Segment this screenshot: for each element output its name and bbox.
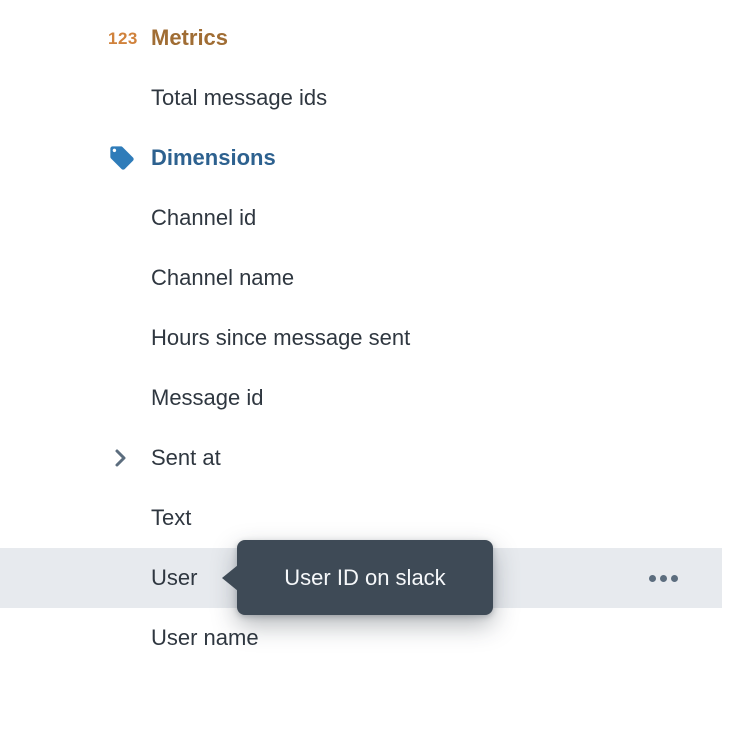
field-label: Text xyxy=(151,505,192,530)
tooltip-arrow xyxy=(222,564,238,591)
field-label: User xyxy=(151,565,198,590)
section-label-dimensions: Dimensions xyxy=(151,145,276,170)
section-header-dimensions[interactable]: Dimensions xyxy=(0,128,722,188)
section-label-metrics: Metrics xyxy=(151,25,229,50)
field-label: Message id xyxy=(151,385,264,410)
field-label: User name xyxy=(151,625,259,650)
field-row-hours-since-message-sent[interactable]: Hours since message sent xyxy=(0,308,722,368)
field-row-total-message-ids[interactable]: Total message ids xyxy=(0,68,722,128)
field-row-text[interactable]: Text xyxy=(0,488,722,548)
field-row-message-id[interactable]: Message id xyxy=(0,368,722,428)
field-row-channel-name[interactable]: Channel name xyxy=(0,248,722,308)
field-label: Sent at xyxy=(151,445,221,470)
field-label: Channel id xyxy=(151,205,257,230)
field-label: Total message ids xyxy=(151,85,328,110)
field-options-menu-icon[interactable] xyxy=(649,574,678,582)
tooltip-text: User ID on slack xyxy=(284,564,446,590)
field-label: Channel name xyxy=(151,265,295,290)
numeric-123-icon: 123 xyxy=(108,28,138,48)
field-tree: 123 Metrics Total message ids Dimensions… xyxy=(0,8,722,668)
section-header-metrics[interactable]: 123 Metrics xyxy=(0,8,722,68)
field-label: Hours since message sent xyxy=(151,325,411,350)
field-description-tooltip: User ID on slack xyxy=(222,540,493,615)
field-row-sent-at[interactable]: Sent at xyxy=(0,428,722,488)
field-row-user[interactable]: User User ID on slack xyxy=(0,540,722,615)
chevron-right-icon[interactable] xyxy=(108,446,132,470)
field-row-channel-id[interactable]: Channel id xyxy=(0,188,722,248)
tag-icon xyxy=(108,144,136,172)
field-row-user-name[interactable]: User name xyxy=(0,608,722,668)
